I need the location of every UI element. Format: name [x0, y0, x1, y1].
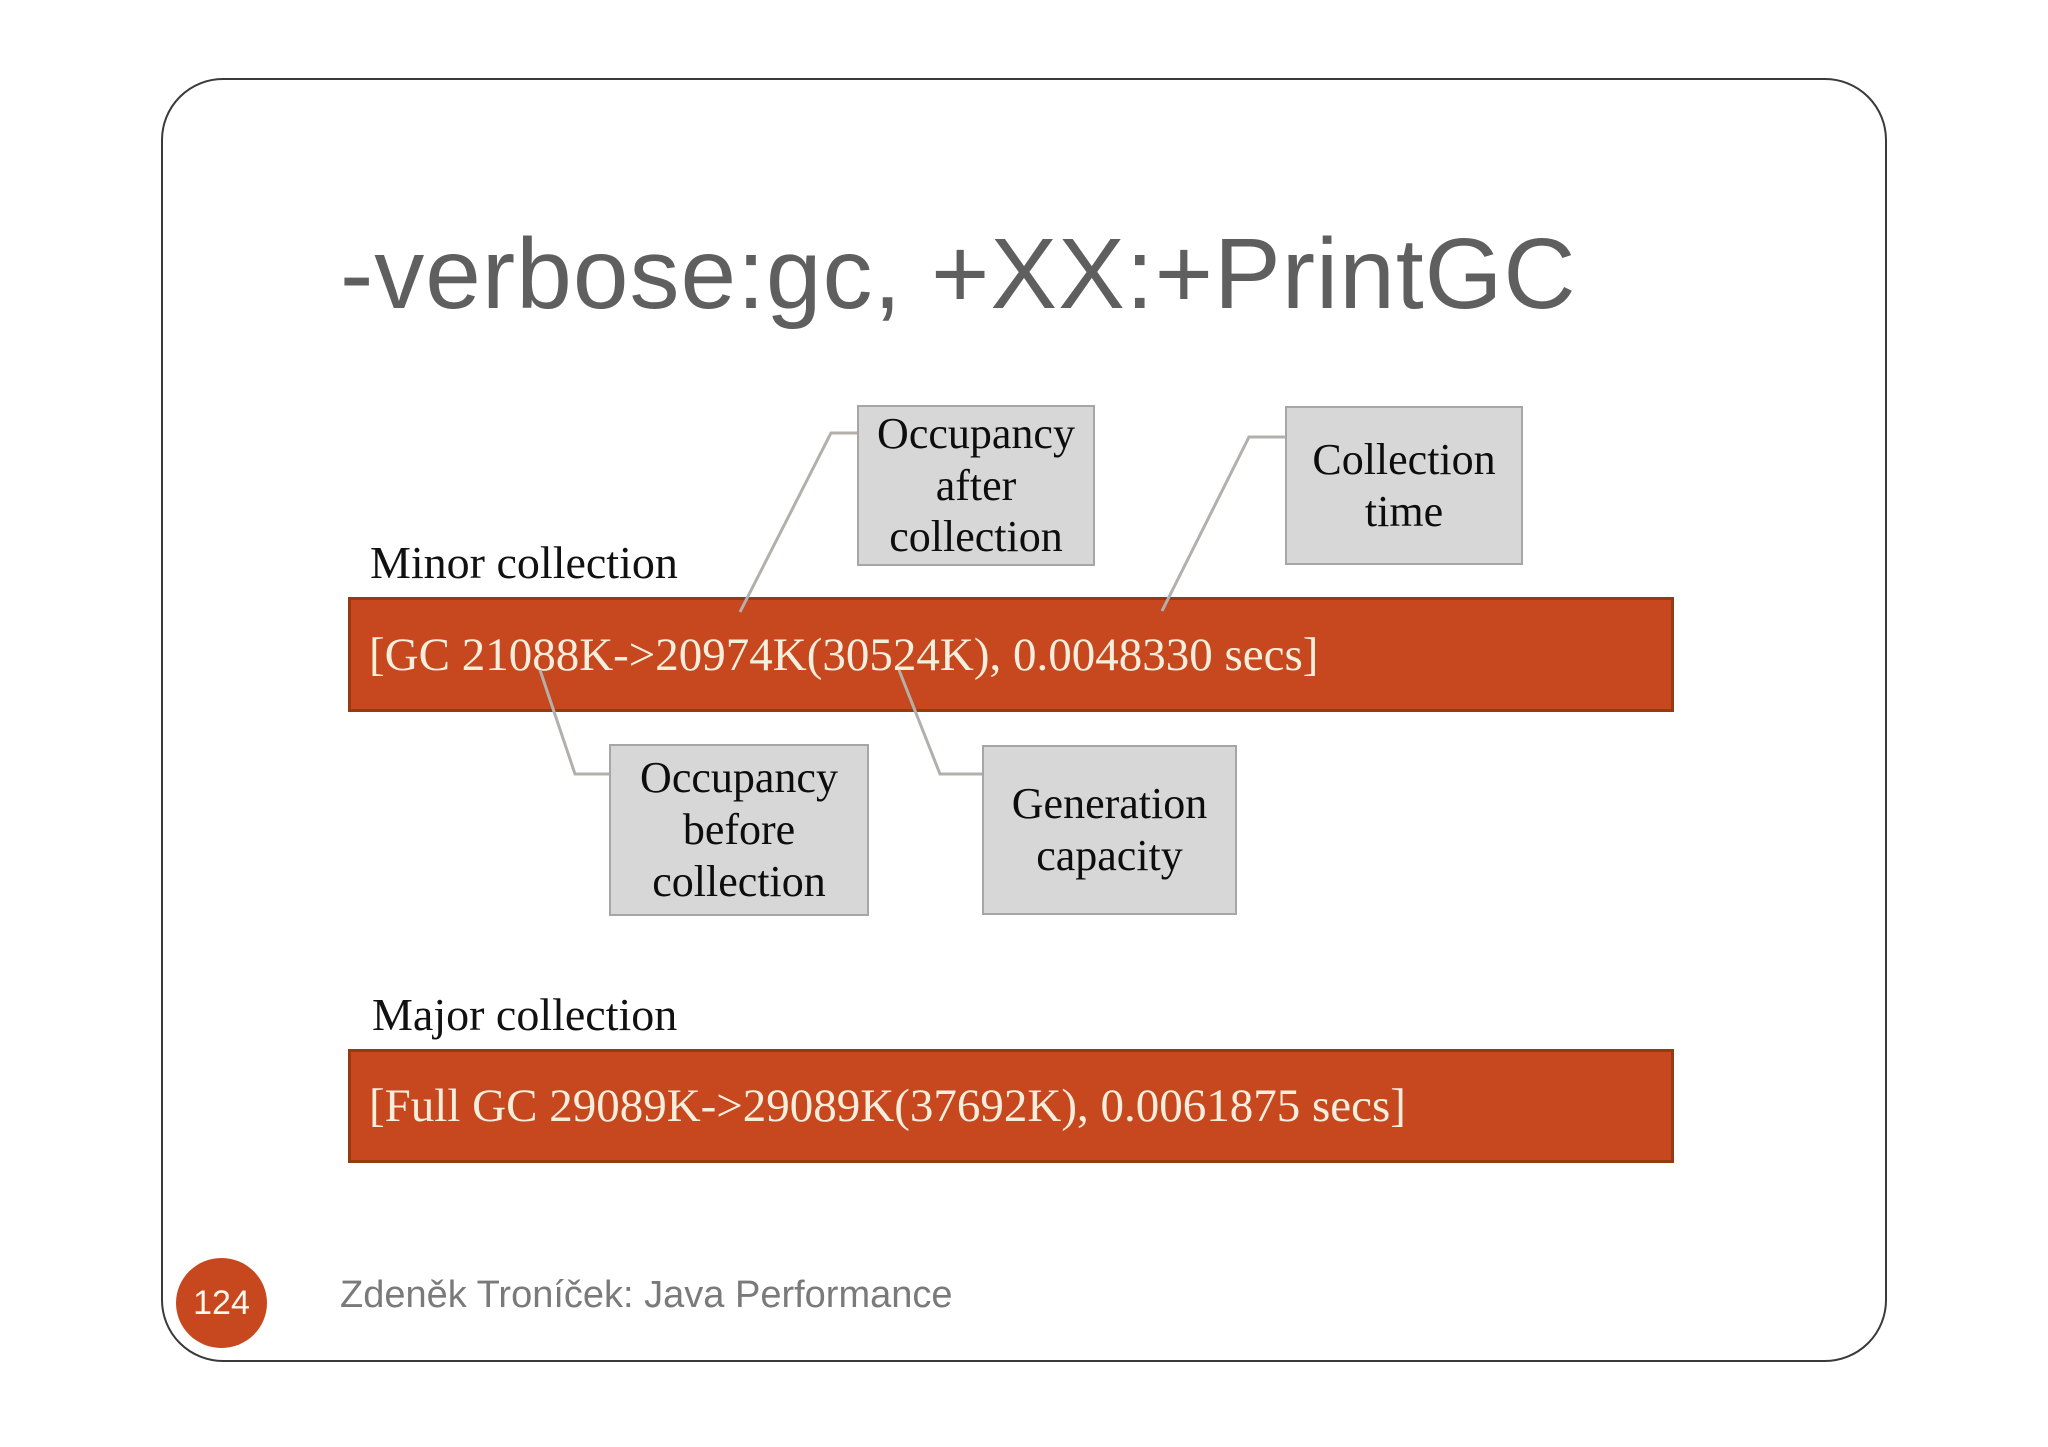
page-number: 124 [193, 1283, 250, 1322]
minor-gc-log-bar: [GC 21088K->20974K(30524K), 0.0048330 se… [348, 597, 1674, 712]
callout-occupancy-before-collection: Occupancy before collection [609, 744, 869, 916]
callout-collection-time: Collection time [1285, 406, 1523, 565]
callout-occupancy-after-collection: Occupancy after collection [857, 405, 1095, 566]
minor-collection-label: Minor collection [370, 537, 678, 588]
major-gc-log-bar: [Full GC 29089K->29089K(37692K), 0.00618… [348, 1049, 1674, 1163]
page-number-badge: 124 [176, 1258, 267, 1348]
major-collection-label: Major collection [372, 989, 678, 1040]
minor-gc-log-text: [GC 21088K->20974K(30524K), 0.0048330 se… [369, 628, 1319, 681]
callout-generation-capacity: Generation capacity [982, 745, 1237, 915]
major-gc-log-text: [Full GC 29089K->29089K(37692K), 0.00618… [369, 1080, 1406, 1132]
footer-credit: Zdeněk Troníček: Java Performance [340, 1274, 953, 1316]
slide-title: -verbose:gc, +XX:+PrintGC [340, 218, 1577, 330]
